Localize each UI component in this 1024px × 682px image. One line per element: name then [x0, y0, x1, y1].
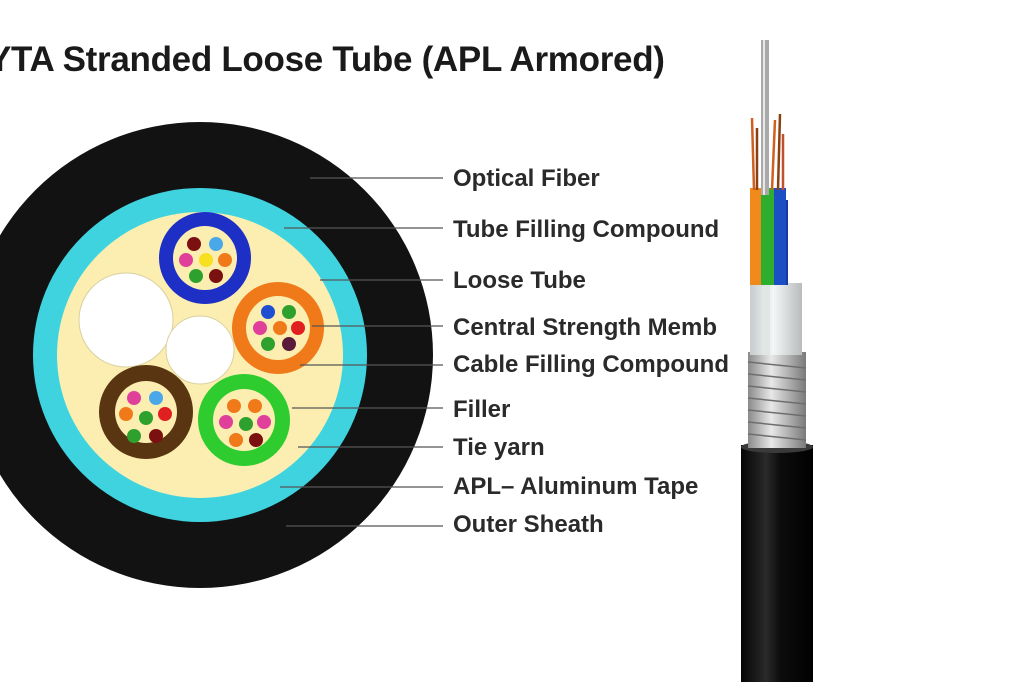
side-inner-sheath: [750, 283, 802, 355]
label-tie-yarn: Tie yarn: [453, 434, 545, 461]
central-strength-member: [165, 315, 235, 385]
label-tube-filling-compound: Tube Filling Compound: [453, 216, 720, 243]
side-fibers: [750, 113, 785, 191]
filler-large: [78, 272, 174, 368]
label-optical-fiber: Optical Fiber: [453, 165, 600, 192]
label-outer-sheath: Outer Sheath: [453, 511, 604, 538]
label-filler: Filler: [453, 396, 511, 423]
side-armor-tape: [748, 352, 806, 448]
armor-corrugation: [747, 361, 807, 441]
loose-tube-green: [198, 374, 290, 466]
side-tube-blue: [774, 188, 786, 285]
label-apl-aluminum-tape: APL– Aluminum Tape: [453, 473, 699, 500]
leader-lines: [280, 177, 443, 527]
diagram-title: YTA Stranded Loose Tube (APL Armored): [0, 40, 665, 79]
side-tube-orange: [750, 188, 761, 285]
loose-tube-blue: [159, 212, 251, 304]
label-loose-tube: Loose Tube: [453, 267, 586, 294]
side-tube-green: [761, 188, 774, 285]
loose-tube-brown: [99, 365, 193, 459]
label-cable-filling-compound: Cable Filling Compound: [453, 351, 729, 378]
loose-tube-orange: [232, 282, 324, 374]
side-outer-sheath: [741, 445, 813, 682]
label-central-strength-member: Central Strength Memb: [453, 314, 718, 341]
